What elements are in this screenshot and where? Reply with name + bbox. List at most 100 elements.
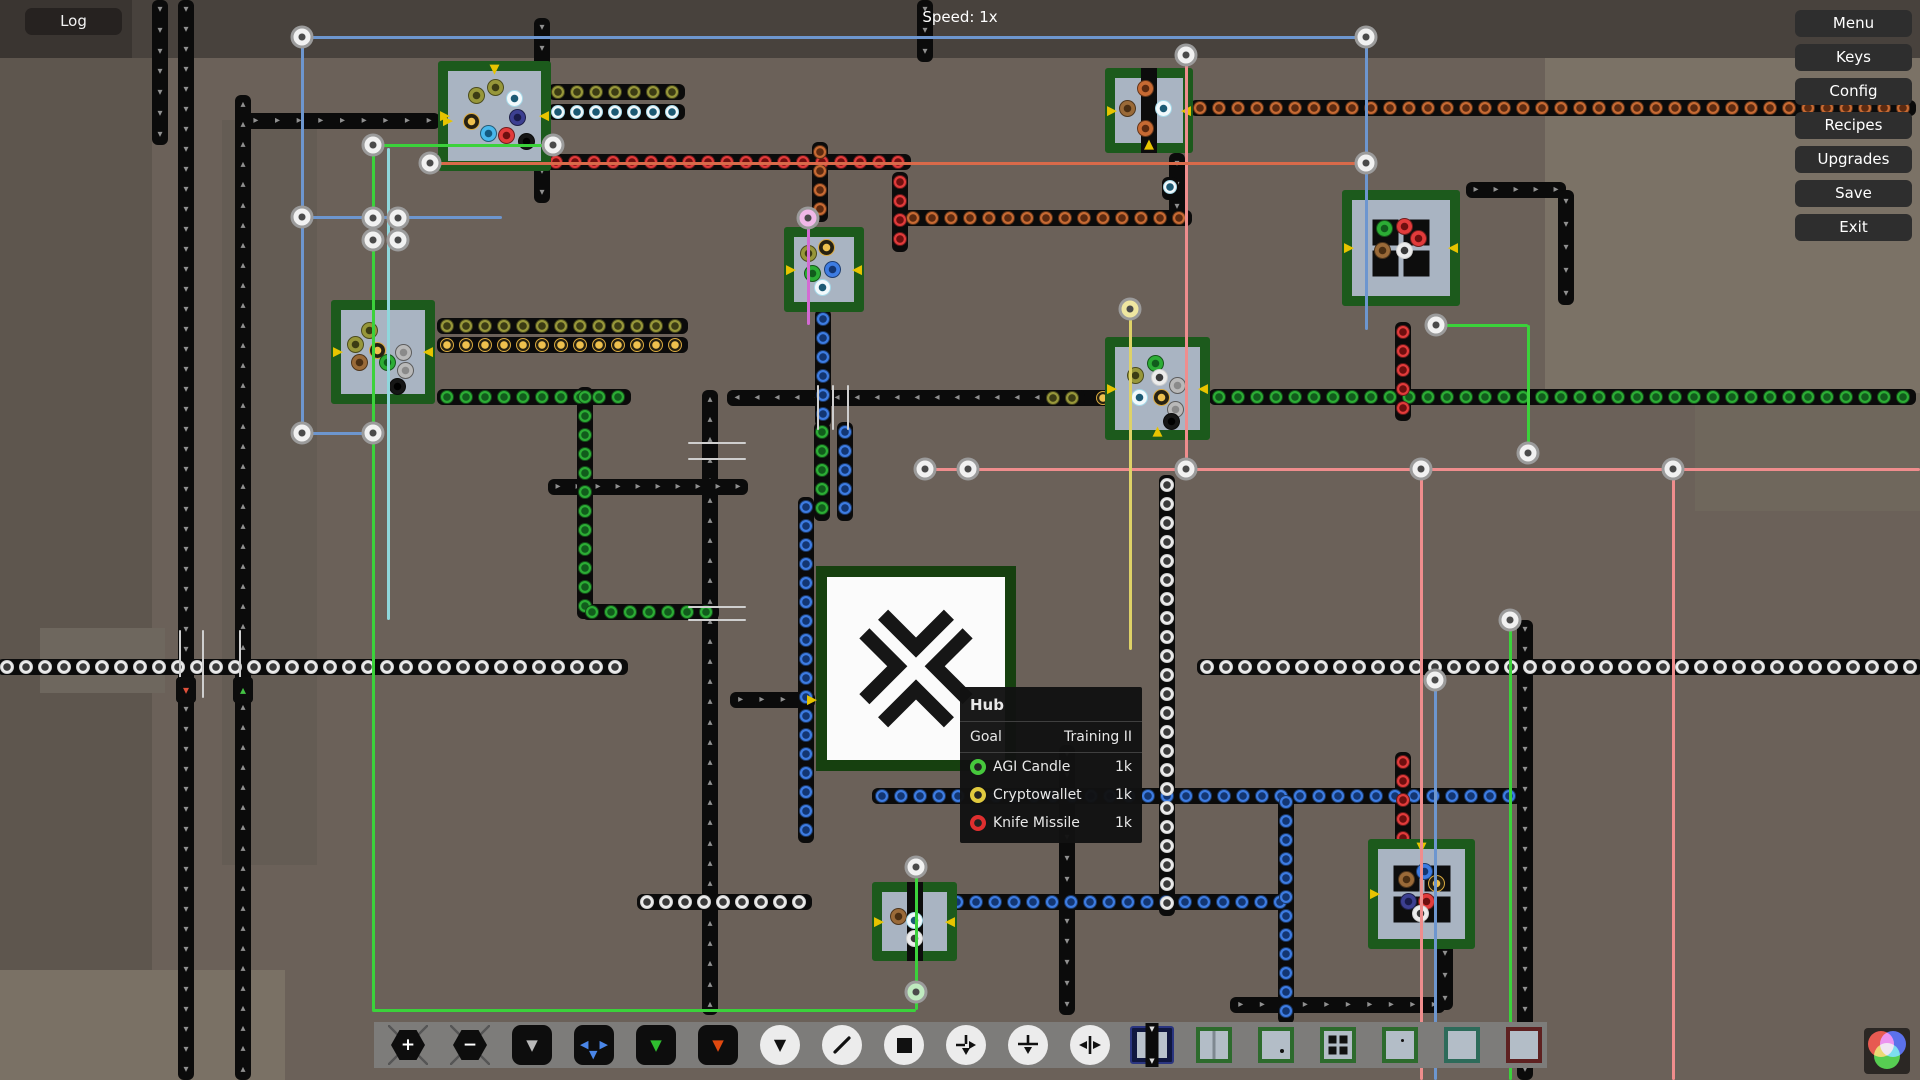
wire-node[interactable] [1354, 25, 1378, 49]
belt-basic-tool[interactable]: ▼ [510, 1023, 554, 1067]
belt-item-blue [1102, 895, 1116, 909]
wire-node[interactable] [361, 133, 385, 157]
belt-item-orange [1630, 101, 1644, 115]
wire-node[interactable] [361, 206, 385, 230]
belt-item-blue [799, 557, 813, 571]
machine[interactable]: ▶◀ [1342, 190, 1460, 306]
belt-item-blue [816, 331, 830, 345]
machine[interactable]: ▶◀ [784, 227, 864, 312]
menu-button-menu[interactable]: Menu [1795, 10, 1912, 37]
wire-node[interactable] [541, 133, 565, 157]
menu-button-recipes[interactable]: Recipes [1795, 112, 1912, 139]
building-divider-tool[interactable] [1192, 1023, 1236, 1067]
splitter-tool[interactable] [944, 1023, 988, 1067]
belt-item-white [792, 895, 806, 909]
wire-node[interactable] [361, 228, 385, 252]
wire-node[interactable] [361, 421, 385, 445]
belt-item-white [57, 660, 71, 674]
wire [1184, 55, 1188, 469]
wire-node[interactable] [1498, 608, 1522, 632]
slash-marker-tool[interactable] [820, 1023, 864, 1067]
machine-input-arrow: ▶ [333, 344, 343, 360]
conveyor-belt: ▸▸▸▸▸▸▸▸▸ [245, 113, 440, 129]
wire-node[interactable] [904, 980, 928, 1004]
node-add-tool[interactable]: + [386, 1023, 430, 1067]
wire-node[interactable] [796, 206, 820, 230]
building-input-tool[interactable] [1378, 1023, 1422, 1067]
wire-node[interactable] [1423, 668, 1447, 692]
belt-filter-box[interactable]: ▾ [176, 677, 196, 703]
belt-item-white [266, 660, 280, 674]
stop-marker-tool[interactable]: ▼ [758, 1023, 802, 1067]
wire-node[interactable] [290, 25, 314, 49]
wire-node[interactable] [1174, 43, 1198, 67]
wire-node[interactable] [386, 206, 410, 230]
wire-node[interactable] [290, 205, 314, 229]
wire-node[interactable] [1409, 457, 1433, 481]
building-grid-tool[interactable] [1316, 1023, 1360, 1067]
color-wheel-button[interactable] [1864, 1028, 1910, 1074]
balancer-tool[interactable] [1068, 1023, 1112, 1067]
belt-green-tool[interactable]: ▼ [634, 1023, 678, 1067]
menu-button-config[interactable]: Config [1795, 78, 1912, 105]
belt-item-white [1160, 497, 1174, 511]
belt-item-blue [799, 823, 813, 837]
belt-item-blue [799, 652, 813, 666]
building-output-tool[interactable] [1254, 1023, 1298, 1067]
belt-item-green [1839, 390, 1853, 404]
belt-item-green [578, 409, 592, 423]
belt-item-blue [1026, 895, 1040, 909]
wire-node[interactable] [290, 421, 314, 445]
wire-node[interactable] [1174, 457, 1198, 481]
node-remove-tool[interactable]: − [448, 1023, 492, 1067]
wire-node[interactable] [956, 457, 980, 481]
machine[interactable]: ▶◀ [331, 300, 435, 404]
wire-node[interactable] [1661, 457, 1685, 481]
belt-filter-box[interactable]: ▴ [233, 677, 253, 703]
wire-node[interactable] [904, 855, 928, 879]
machine-item-olive [487, 79, 504, 96]
belt-item-white [773, 895, 787, 909]
menu-button-upgrades[interactable]: Upgrades [1795, 146, 1912, 173]
tunnel-tool[interactable]: ▼▼ [1130, 1023, 1174, 1067]
log-button[interactable]: Log [25, 8, 122, 35]
merger-tool[interactable] [1006, 1023, 1050, 1067]
belt-item-green [661, 605, 675, 619]
belt-item-green [1269, 390, 1283, 404]
belt-item-white [640, 895, 654, 909]
wire-node[interactable] [913, 457, 937, 481]
belt-item-white [1160, 649, 1174, 663]
wire-node[interactable] [386, 228, 410, 252]
belt-splitter-tool[interactable]: ◀▶▼ [572, 1023, 616, 1067]
wire [1364, 37, 1368, 330]
belt-item-orange [1706, 101, 1720, 115]
machine[interactable]: ▶◀▲ [1105, 68, 1193, 153]
belt-item-flame [459, 338, 473, 352]
machine[interactable]: ▶◀▼ [438, 61, 551, 171]
wire [806, 218, 810, 325]
wire-node[interactable] [1516, 441, 1540, 465]
belt-red-tool[interactable]: ▼ [696, 1023, 740, 1067]
belt-item-blue [1121, 895, 1135, 909]
wire-node[interactable] [1118, 297, 1142, 321]
machine[interactable]: ▶◀▲ [1105, 337, 1210, 440]
belt-item-white [1789, 660, 1803, 674]
hub-building[interactable] [816, 566, 1016, 771]
belt-item-white [418, 660, 432, 674]
building-plain-tool[interactable] [1440, 1023, 1484, 1067]
belt-item-green [1478, 390, 1492, 404]
menu-button-keys[interactable]: Keys [1795, 44, 1912, 71]
menu-button-save[interactable]: Save [1795, 180, 1912, 207]
belt-item-white [1160, 516, 1174, 530]
belt-item-white [247, 660, 261, 674]
belt-item-olive [459, 319, 473, 333]
wire-node[interactable] [418, 151, 442, 175]
menu-button-exit[interactable]: Exit [1795, 214, 1912, 241]
building-special-tool[interactable] [1502, 1023, 1546, 1067]
block-marker-tool[interactable] [882, 1023, 926, 1067]
wire-node[interactable] [1424, 313, 1448, 337]
wire-node[interactable] [1354, 151, 1378, 175]
belt-item-olive [573, 319, 587, 333]
